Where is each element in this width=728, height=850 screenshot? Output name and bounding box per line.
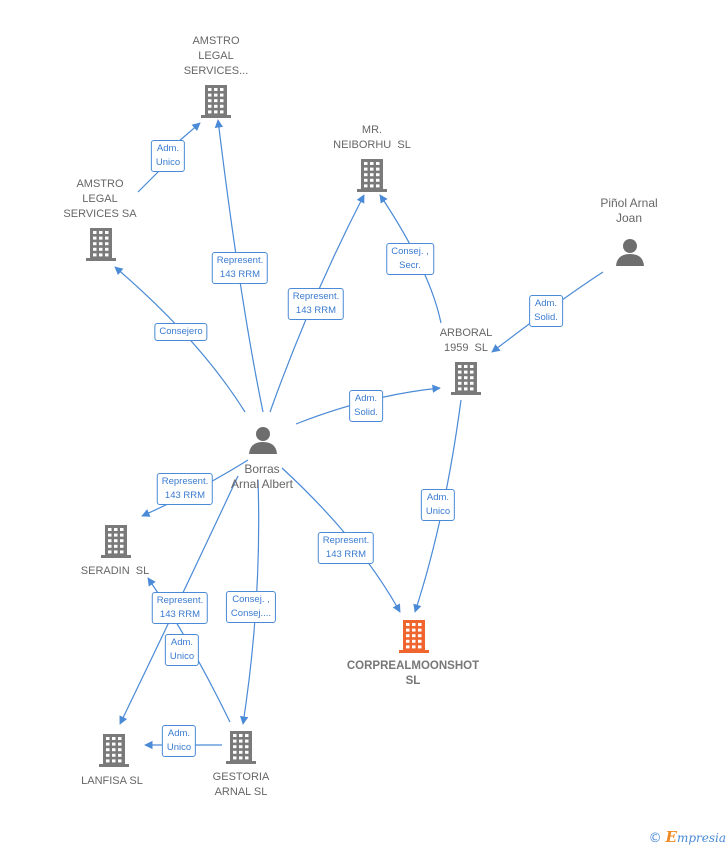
copyright-icon: © (648, 831, 662, 846)
edge-label-line: Adm. (354, 393, 378, 404)
edge-label-line: Represent. (292, 291, 340, 302)
building-icon[interactable] (357, 159, 387, 192)
building-icon[interactable] (226, 731, 256, 764)
edge-label-represent[interactable]: Represent. 143 RRM (211, 252, 269, 284)
node-label-line: MR. (361, 124, 383, 136)
node-label-line: LEGAL (82, 193, 118, 205)
node-label-line: SL (405, 675, 421, 687)
node-label-borras-arnal-albert[interactable]: Borras Arnal Albert (231, 462, 293, 492)
node-label-line: AMSTRO (76, 178, 124, 190)
building-icon[interactable] (399, 620, 429, 653)
edge-label-line: Consej. , (391, 246, 429, 257)
edge-label-line: Represent. (156, 595, 204, 606)
node-label-mr-neiborhu[interactable]: MR. NEIBORHU SL (333, 123, 411, 153)
edge-label-line: Consejero (159, 326, 203, 337)
edge-label-line: Adm. (426, 492, 450, 503)
node-label-line: SERVICES... (183, 65, 249, 77)
node-label-arboral-1959[interactable]: ARBORAL 1959 SL (440, 326, 493, 356)
edge-label-adm-unico[interactable]: Adm. Unico (161, 725, 197, 757)
edge-label-line: Represent. (161, 476, 209, 487)
node-label-amstro-legal-services-sa[interactable]: AMSTRO LEGAL SERVICES SA (63, 177, 136, 222)
edge-label-adm-unico[interactable]: Adm. Unico (150, 140, 186, 172)
edge-label-line: Unico (169, 651, 195, 662)
edge-label-line: Adm. (156, 143, 180, 154)
node-label-line: NEIBORHU SL (333, 139, 411, 151)
edge-label-line: 143 RRM (325, 549, 367, 560)
edge-label-adm-unico[interactable]: Adm. Unico (164, 634, 200, 666)
edge-label-line: Represent. (216, 255, 264, 266)
node-label-line: Borras (244, 462, 280, 476)
edge-label-line: Adm. (170, 637, 194, 648)
node-label-line: ARBORAL (439, 327, 493, 339)
node-label-line: GESTORIA (212, 771, 270, 783)
person-icon[interactable] (616, 239, 644, 266)
edge-label-consejero[interactable]: Consejero (154, 323, 208, 341)
node-label-line: Piñol Arnal (600, 196, 658, 210)
edge-label-consej-consej[interactable]: Consej. , Consej.... (225, 591, 277, 623)
edge-label-represent[interactable]: Represent. 143 RRM (287, 288, 345, 320)
edge-label-line: Represent. (322, 535, 370, 546)
node-label-seradin[interactable]: SERADIN SL (81, 564, 149, 579)
edge-label-line: 143 RRM (295, 305, 337, 316)
empresia-logo-initial: E (665, 828, 677, 846)
edge-label-line: 143 RRM (164, 490, 206, 501)
node-icons (86, 85, 644, 767)
edge-label-line: Consej.... (230, 608, 272, 619)
building-icon[interactable] (86, 228, 116, 261)
building-icon[interactable] (201, 85, 231, 118)
building-icon[interactable] (451, 362, 481, 395)
edge-label-line: Adm. (167, 728, 191, 739)
edge-label-consej-secr[interactable]: Consej. , Secr. (386, 243, 434, 275)
building-icon[interactable] (99, 734, 129, 767)
node-label-corprealmoonshot[interactable]: CORPREALMOONSHOT SL (347, 659, 479, 689)
edge-label-line: Solid. (534, 312, 558, 323)
node-label-line: SERVICES SA (63, 208, 137, 220)
edge-adm-unico-amstro (137, 123, 200, 193)
node-label-line: CORPREALMOONSHOT (346, 660, 480, 672)
node-label-line: 1959 SL (443, 342, 489, 354)
node-label-line: Arnal Albert (230, 477, 294, 491)
edge-label-line: Solid. (354, 407, 378, 418)
edge-label-adm-solid[interactable]: Adm. Solid. (349, 390, 383, 422)
node-label-line: SERADIN SL (80, 565, 150, 577)
edge-label-line: Unico (155, 157, 181, 168)
building-icon[interactable] (101, 525, 131, 558)
edge-label-represent[interactable]: Represent. 143 RRM (156, 473, 214, 505)
edge-label-line: Adm. (534, 298, 558, 309)
node-label-line: LEGAL (198, 50, 234, 62)
node-label-line: ARNAL SL (214, 786, 268, 798)
node-label-line: Joan (615, 211, 643, 225)
edge-label-line: Consej. , (232, 594, 270, 605)
empresia-footer[interactable]: © Empresia (649, 828, 726, 846)
node-label-line: AMSTRO (192, 35, 240, 47)
edge-label-adm-solid[interactable]: Adm. Solid. (529, 295, 563, 327)
node-label-amstro-legal-services-ellipsis[interactable]: AMSTRO LEGAL SERVICES... (184, 34, 249, 79)
edge-label-line: Unico (425, 506, 451, 517)
person-icon[interactable] (249, 427, 277, 454)
node-label-gestoria-arnal[interactable]: GESTORIA ARNAL SL (213, 770, 270, 800)
empresia-logo-text: mpresia (676, 831, 726, 845)
edge-label-represent[interactable]: Represent. 143 RRM (151, 592, 209, 624)
edge-label-adm-unico[interactable]: Adm. Unico (420, 489, 456, 521)
edge-label-line: 143 RRM (159, 609, 201, 620)
edge-label-line: 143 RRM (219, 269, 261, 280)
edge-label-line: Secr. (399, 260, 421, 271)
node-label-lanfisa[interactable]: LANFISA SL (81, 774, 143, 789)
edge-label-represent[interactable]: Represent. 143 RRM (317, 532, 375, 564)
edge-label-line: Unico (166, 742, 192, 753)
node-label-pinol-arnal-joan[interactable]: Piñol Arnal Joan (600, 196, 657, 226)
node-label-line: LANFISA SL (81, 775, 143, 787)
